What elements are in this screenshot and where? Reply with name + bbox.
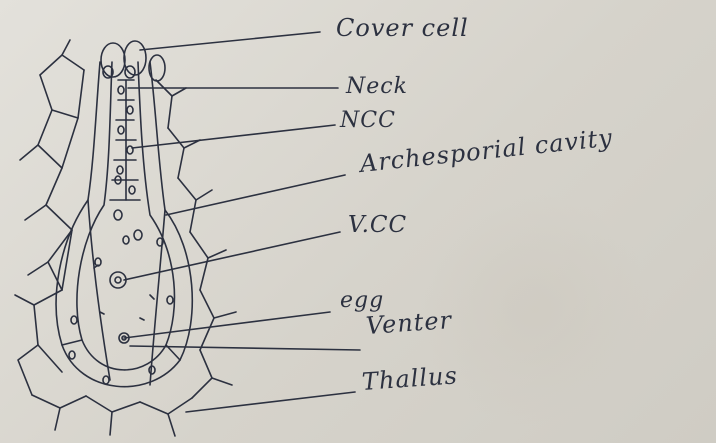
label-ncc: NCC [340, 108, 396, 133]
cover-cells [101, 41, 165, 81]
label-cover-cell: Cover cell [336, 14, 469, 42]
neck-canal-cells [110, 80, 142, 244]
leader-vcc [124, 232, 340, 280]
label-egg: egg [340, 288, 384, 313]
label-venter: Venter [365, 306, 453, 340]
label-neck: Neck [346, 74, 408, 99]
label-vcc: V.CC [348, 212, 407, 238]
leader-ncc [132, 125, 335, 148]
leader-cover-cell [140, 32, 320, 50]
leader-thallus [186, 392, 355, 412]
